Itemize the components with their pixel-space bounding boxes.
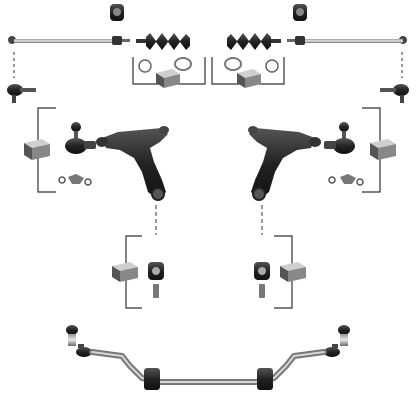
tie-rod-end-right: [380, 84, 409, 103]
bar-bushing-right: [257, 368, 273, 390]
ball-joint-left: [65, 122, 96, 154]
stabilizer-link-right: [324, 325, 350, 357]
steering-boot-right: [227, 33, 281, 50]
bushing-bolt-right: [259, 284, 265, 298]
control-arm-right: [248, 126, 321, 201]
tie-rod-right: [287, 36, 407, 45]
bushing-bolt-left: [153, 284, 159, 298]
arm-bushing-right: [254, 262, 270, 280]
stabilizer-bushing-left: [110, 4, 124, 21]
parts-box-left-mid: [24, 139, 50, 160]
stabilizer-bar: [89, 349, 327, 385]
parts-box-left-low: [112, 262, 138, 282]
control-arm-left: [96, 126, 169, 201]
boot-clamps-left: [138, 57, 192, 73]
ball-joint-right: [324, 122, 355, 154]
stabilizer-bushing-right: [293, 4, 307, 21]
ball-joint-hardware-left: [58, 174, 92, 186]
parts-box-left-top: [156, 69, 180, 88]
tie-rod-end-left: [7, 84, 36, 103]
ball-joint-hardware-right: [328, 174, 364, 186]
parts-box-right-mid: [370, 139, 396, 160]
boot-clamps-right: [224, 57, 279, 73]
stabilizer-link-left: [66, 325, 92, 357]
bar-bushing-left: [144, 368, 160, 390]
parts-box-right-top: [237, 69, 261, 88]
steering-boot-left: [136, 33, 190, 50]
tie-rod-left: [8, 36, 130, 45]
parts-box-right-low: [280, 262, 306, 282]
arm-bushing-left: [148, 262, 164, 280]
